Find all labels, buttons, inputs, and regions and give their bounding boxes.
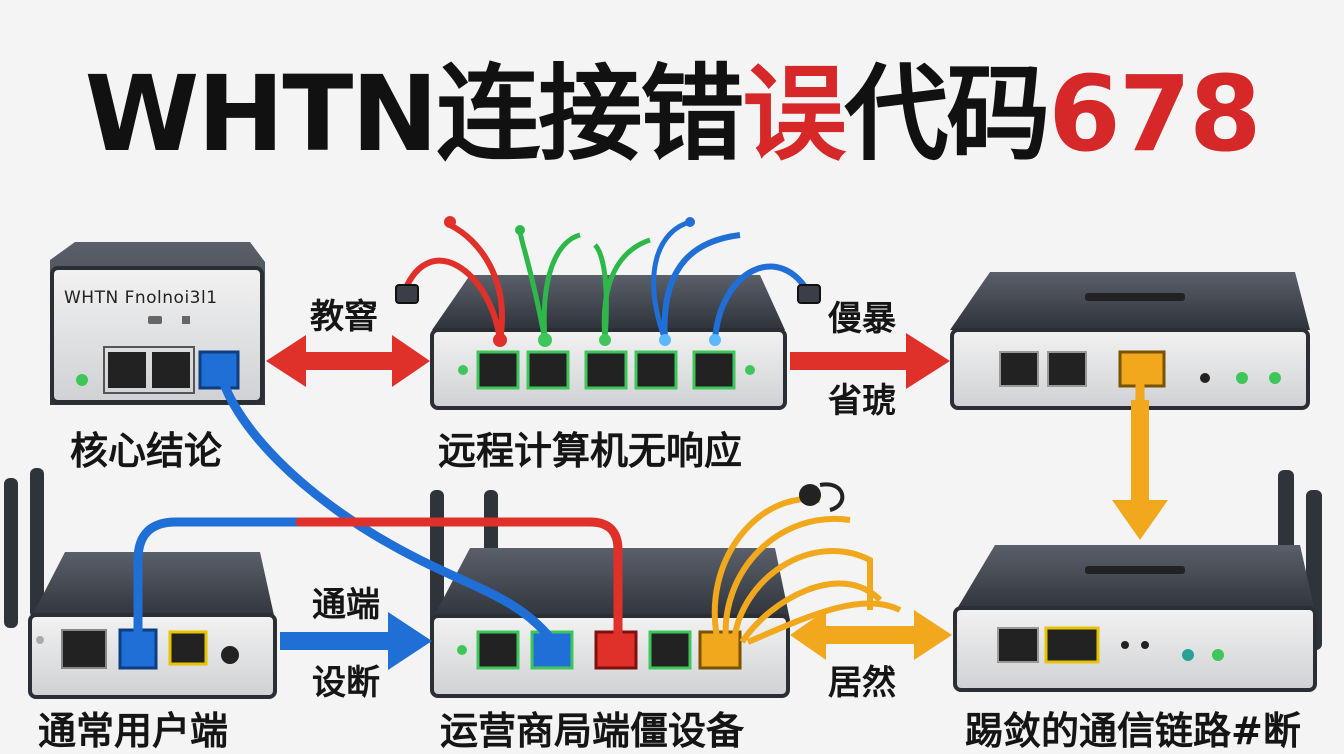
arrow-core-remote xyxy=(266,335,430,387)
arrow-label-a2-top: 僈暴 xyxy=(828,299,896,339)
remote-switch xyxy=(395,216,821,410)
top-right-router xyxy=(950,272,1310,410)
arrow-user-isp xyxy=(280,612,432,670)
title-text-code: 代码 xyxy=(844,53,1050,175)
arrow-down-yellow xyxy=(1112,400,1168,540)
remote-ports xyxy=(476,350,736,390)
arrow-label-a3-top: 通端 xyxy=(312,585,380,625)
node-label-core: 核心结论 xyxy=(70,429,223,473)
page-title: WHTN连接错误代码678 xyxy=(0,62,1344,166)
arrow-label-a1: 教窨 xyxy=(310,297,378,337)
blue-cable-user xyxy=(133,517,405,645)
isp-device xyxy=(430,490,790,698)
arrow-label-a4: 居然 xyxy=(828,663,896,703)
user-router xyxy=(4,468,277,699)
arrow-label-a3-bottom: 设断 xyxy=(312,663,380,703)
yellow-cable-bundle xyxy=(711,496,902,645)
red-cable-isp xyxy=(295,517,623,645)
title-text-accent: 误 xyxy=(742,53,846,175)
node-label-remote: 远程计算机无响应 xyxy=(438,429,743,473)
device-brand-label: WHTN Fnolnoi3l1 xyxy=(64,288,218,308)
bottom-right-router xyxy=(953,470,1322,692)
arrow-label-a2-bottom: 省琥 xyxy=(828,381,896,421)
node-label-link: 踢敛的通信链路#断 xyxy=(965,709,1301,753)
arrow-isp-bottomright xyxy=(790,610,952,660)
arrow-remote-topright xyxy=(790,333,950,389)
node-label-user: 通常用户端 xyxy=(38,709,229,753)
core-device xyxy=(50,242,265,405)
title-error-number: 678 xyxy=(1048,53,1261,175)
blue-cable-core-to-isp xyxy=(215,365,557,645)
title-text-main: WHTN连接错 xyxy=(84,53,745,175)
node-label-isp: 运营商局端僵设备 xyxy=(440,709,745,753)
cable-knot xyxy=(799,484,821,506)
